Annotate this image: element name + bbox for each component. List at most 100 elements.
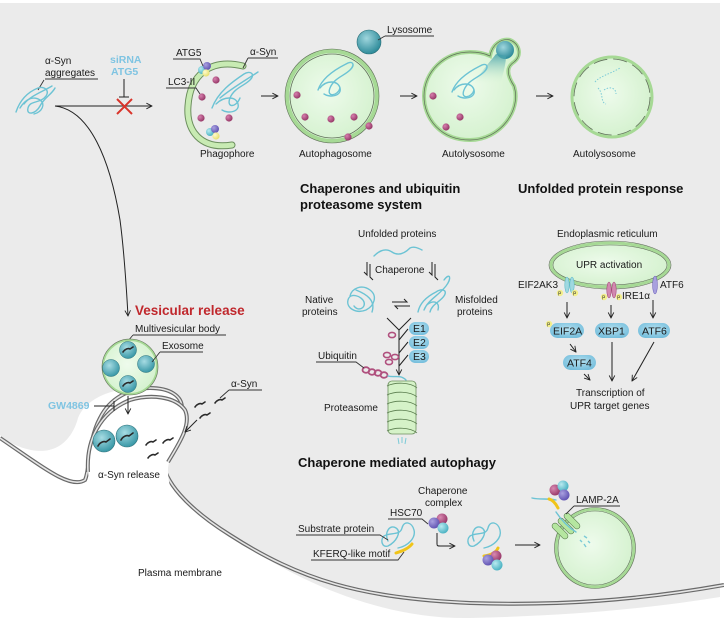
upr-title: Unfolded protein response: [518, 181, 683, 196]
native-protein-icon: [347, 286, 376, 313]
sirna-label-line2: ATG5: [111, 66, 138, 78]
chaperone-label: Chaperone: [375, 265, 425, 276]
stage-label-autolysosome-2: Autolysosome: [573, 149, 636, 160]
svg-text:XBP1: XBP1: [598, 326, 625, 338]
vesicular-release-title: Vesicular release: [135, 303, 245, 318]
mvb-label: Multivesicular body: [135, 324, 220, 335]
atf6-sensor-icon: [652, 275, 658, 295]
svg-text:E3: E3: [413, 351, 426, 363]
misfolded-label-line2: proteins: [457, 307, 493, 318]
sirna-label-line1: siRNA: [110, 54, 142, 66]
svg-text:EIF2A: EIF2A: [553, 326, 582, 338]
stage-label-autophagosome: Autophagosome: [299, 149, 372, 160]
substrate-at-lamp2a-icon: [531, 480, 570, 510]
asyn-phagophore-label: α-Syn: [250, 47, 276, 58]
chaperone-complex-label-line2: complex: [425, 498, 462, 509]
atf6-sensor-label: ATF6: [660, 280, 684, 291]
asyn-extracellular-label: α-Syn: [231, 379, 257, 390]
misfolded-label-line1: Misfolded: [455, 295, 498, 306]
stage-label-autolysosome-1: Autolysosome: [442, 149, 505, 160]
er-label: Endoplasmic reticulum: [557, 229, 658, 240]
svg-text:P: P: [558, 292, 562, 298]
atf4-arrow: [583, 373, 590, 380]
svg-text:E2: E2: [413, 337, 426, 349]
released-asyn-monomers: [145, 397, 226, 459]
kferq-motif-label: KFERQ-like motif: [313, 549, 390, 560]
chaperone-arrows-left: [363, 262, 374, 281]
stage-label-phagophore: Phagophore: [200, 149, 255, 160]
lysosome-label: Lysosome: [387, 25, 433, 36]
autolysosome-fusing: [421, 37, 521, 143]
aggregates-label-line2: aggregates: [45, 68, 95, 79]
substrate-protein-label: Substrate protein: [298, 524, 374, 535]
atf4-pill: ATF4: [563, 355, 596, 370]
cma-binding-arrow: [436, 533, 455, 546]
upr-outcome-line2: UPR target genes: [570, 401, 650, 412]
multivesicular-body: [101, 338, 159, 396]
e2-pill: E2: [409, 336, 429, 349]
plasma-membrane-label: Plasma membrane: [138, 568, 222, 579]
free-ubiquitin-icons: [382, 331, 400, 366]
chaperone-complex-icon: [428, 513, 449, 534]
unfolded-proteins-label: Unfolded proteins: [358, 229, 436, 240]
blocked-x-icon: [116, 98, 133, 115]
atg5-label: ATG5: [176, 48, 202, 59]
ups-title-line1: Chaperones and ubiquitin: [300, 181, 460, 196]
xbp1-pill: XBP1: [595, 323, 629, 338]
native-label-line1: Native: [305, 295, 334, 306]
lysosome-icon: [356, 29, 382, 55]
svg-text:ATF4: ATF4: [567, 358, 592, 370]
svg-text:P: P: [573, 292, 577, 298]
enzyme-branches: [398, 328, 409, 367]
aggregates-label-line1: α-Syn: [45, 56, 71, 67]
ubiquitin-label: Ubiquitin: [318, 351, 357, 362]
proteasome-icon: [386, 380, 418, 445]
lamp2a-label: LAMP-2A: [576, 495, 619, 506]
polyubiquitin-chain-icon: [361, 366, 407, 381]
endoplasmic-reticulum: [548, 240, 672, 290]
svg-text:P: P: [547, 323, 551, 329]
exosome-label: Exosome: [162, 341, 204, 352]
misfolded-protein-icon: [417, 275, 451, 313]
cma-title: Chaperone mediated autophagy: [298, 455, 497, 470]
native-label-line2: proteins: [302, 307, 338, 318]
upr-outcome-line1: Transcription of: [576, 388, 645, 399]
phagophore: [184, 60, 259, 150]
substrate-protein-icon: [381, 522, 415, 555]
asyn-uptake-arrow: [185, 419, 198, 432]
chaperone-arrows-right: [428, 262, 439, 281]
gw4869-inhibition-bar: [94, 401, 115, 411]
exocytosis-pocket: [87, 396, 188, 500]
unfolded-protein-icon: [373, 246, 423, 257]
autophagosome: [284, 48, 380, 144]
gw4869-label: GW4869: [48, 400, 90, 412]
eif2ak3-sensor-icon: P P: [556, 276, 579, 298]
asyn-release-label: α-Syn release: [98, 470, 160, 481]
eif2ak3-label: EIF2AK3: [518, 280, 558, 291]
chaperone-complex-label-line1: Chaperone: [418, 486, 468, 497]
svg-text:E1: E1: [413, 323, 426, 335]
ire1a-label: IRE1α: [622, 291, 650, 302]
lamp2a-receptor-icon: [551, 511, 581, 540]
equilibrium-arrows: [392, 298, 410, 310]
asyn-aggregate-icon: [15, 85, 56, 115]
upr-activation-label: UPR activation: [576, 260, 642, 271]
eif2a-pill: P EIF2A: [545, 320, 584, 338]
svg-text:P: P: [602, 296, 606, 302]
sirna-inhibition-bar: [119, 79, 129, 98]
svg-text:ATF6: ATF6: [642, 326, 667, 338]
autolysosome-degraded: [570, 55, 654, 139]
svg-text:P: P: [617, 296, 621, 302]
ups-title-line2: proteasome system: [300, 197, 422, 212]
e3-pill: E3: [409, 350, 429, 363]
hsc70-label: HSC70: [390, 508, 423, 519]
e1-pill: E1: [409, 322, 429, 335]
vesicular-path-arrow: [54, 105, 128, 316]
proteasome-label: Proteasome: [324, 403, 378, 414]
lc3-label: LC3-II: [168, 77, 195, 88]
substrate-chaperone-bound-icon: [467, 522, 503, 571]
atf6-pill: ATF6: [638, 323, 670, 338]
atf6-to-genes-arrow: [632, 341, 655, 381]
ire1a-sensor-icon: P P: [600, 281, 623, 302]
